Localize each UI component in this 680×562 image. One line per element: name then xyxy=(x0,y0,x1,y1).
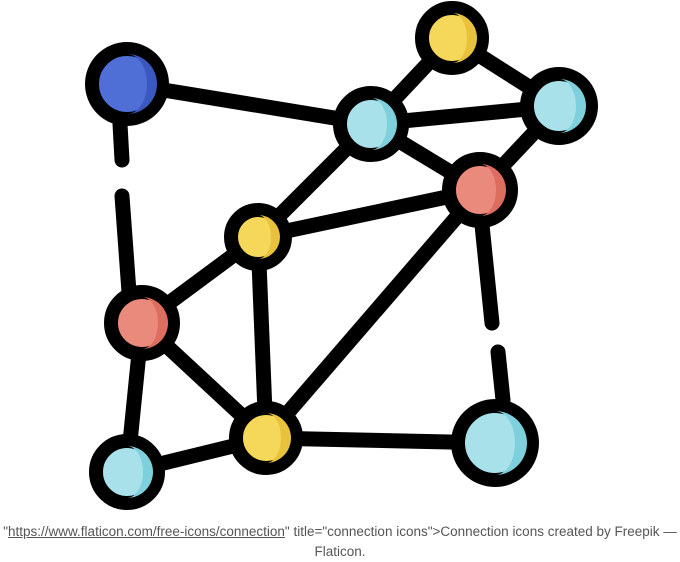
node-right-teal xyxy=(520,67,598,145)
node-top-teal-shade xyxy=(371,98,397,150)
attribution-link[interactable]: https://www.flaticon.com/free-icons/conn… xyxy=(8,524,285,539)
node-bottom-left-teal xyxy=(89,434,165,510)
node-blue xyxy=(85,42,169,126)
node-mid-yellow xyxy=(224,203,292,271)
edge-bottomrightteal-up-segment xyxy=(490,344,511,408)
node-bottom-right-teal xyxy=(451,399,539,487)
network-nodes xyxy=(85,1,598,510)
node-left-red-shade xyxy=(142,297,168,349)
edge-blue-down-segment xyxy=(112,116,130,168)
node-right-teal-shade xyxy=(559,79,586,133)
node-top-yellow xyxy=(415,1,489,75)
node-left-red xyxy=(104,285,180,361)
node-top-teal xyxy=(333,86,409,162)
node-top-yellow-shade xyxy=(452,13,477,63)
attribution-caption: "https://www.flaticon.com/free-icons/con… xyxy=(0,522,680,562)
node-right-red-shade xyxy=(480,164,506,216)
edge-rightred-bottomyellow xyxy=(258,182,488,446)
node-bottom-yellow xyxy=(229,401,303,475)
edge-rightred-down-segment xyxy=(474,217,500,331)
node-bottom-right-teal-shade xyxy=(495,411,527,475)
node-right-red xyxy=(442,152,518,228)
node-mid-yellow-shade xyxy=(258,215,280,259)
node-bottom-left-teal-shade xyxy=(127,446,153,498)
caption-rest-text: " title="connection icons">Connection ic… xyxy=(284,524,677,559)
edge-leftred-up-segment xyxy=(114,188,137,300)
node-bottom-yellow-shade xyxy=(266,413,291,463)
node-blue-shade xyxy=(127,54,157,114)
network-connection-icon xyxy=(85,1,598,510)
caption-quote-open: " xyxy=(3,524,9,539)
